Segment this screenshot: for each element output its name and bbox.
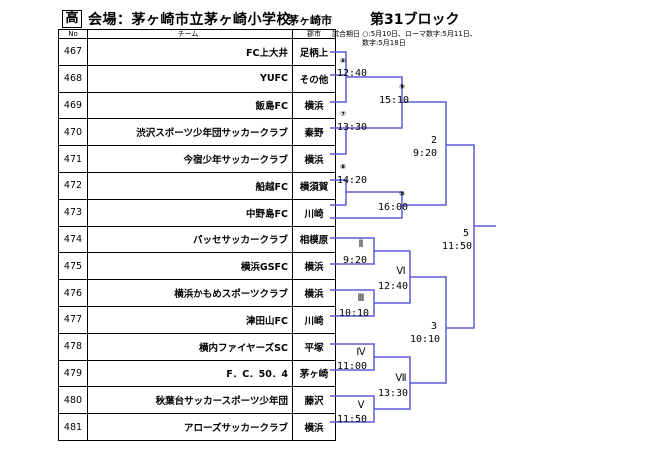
match-label-m8: ⑧ (340, 163, 346, 171)
bracket-line (330, 127, 347, 155)
host-city: 茅ヶ崎市 (288, 14, 332, 27)
match-time-m10: 16:00 (378, 202, 408, 213)
match-time-r2: 9:20 (343, 255, 367, 266)
team-name: 津田山FC (87, 305, 293, 334)
team-city: 横浜 (292, 91, 336, 120)
match-label-n3: 3 (431, 321, 437, 332)
schedule-note-line1: 試合期日 ○:5月10日、ローマ数字:5月11日、 (332, 30, 477, 38)
team-city: 相模原 (292, 225, 336, 254)
team-city: 秦野 (292, 118, 336, 147)
block-title: 第31ブロック (370, 12, 460, 28)
match-time-r4: 11:00 (337, 361, 367, 372)
team-name: YUFC (87, 64, 293, 93)
team-name: 船越FC (87, 171, 293, 200)
venue-title: 会場：茅ヶ崎市立茅ヶ崎小学校 (88, 12, 291, 28)
match-time-r6: 12:40 (378, 281, 408, 292)
grade-badge: 高 (62, 10, 82, 28)
match-label-r7: Ⅶ (395, 373, 406, 384)
match-label-r3: Ⅲ (358, 293, 365, 304)
team-city: 茅ヶ崎 (292, 359, 336, 388)
match-time-m6: 12:40 (337, 68, 367, 79)
match-label-m6: ⑥ (340, 57, 346, 65)
team-no: 476 (58, 279, 88, 307)
match-label-r5: Ⅴ (358, 400, 365, 411)
match-time-m8: 14:20 (337, 175, 367, 186)
match-label-m9: ⑨ (399, 83, 405, 91)
match-time-r7: 13:30 (378, 388, 408, 399)
match-label-n5: 5 (463, 228, 469, 239)
match-label-n5-time: 11:50 (442, 241, 472, 252)
team-city: 横浜 (292, 252, 336, 281)
match-label-m7: ⑦ (340, 110, 346, 118)
bracket-lines (330, 51, 496, 423)
match-label-m10: ⑩ (399, 190, 405, 198)
bracket-line (446, 144, 475, 329)
match-time-r3: 10:10 (339, 308, 369, 319)
team-name: 渋沢スポーツ少年団サッカークラブ (87, 118, 293, 147)
match-label-r4: Ⅳ (356, 347, 366, 358)
team-no: 469 (58, 91, 88, 120)
schedule-note: 試合期日 ○:5月10日、ローマ数字:5月11日、 数字:5月18日 (332, 30, 477, 48)
team-no: 477 (58, 305, 88, 334)
team-name: F．C．50．4 (87, 359, 293, 388)
team-no: 470 (58, 118, 88, 147)
team-no: 481 (58, 413, 88, 441)
match-label-r6: Ⅵ (396, 266, 405, 277)
match-time-n2: 9:20 (413, 148, 437, 159)
match-label-n2: 2 (431, 135, 437, 146)
table-header-row: No チーム 郡市 (58, 29, 336, 39)
team-name: パッセサッカークラブ (87, 225, 293, 254)
team-name: 今宿少年サッカークラブ (87, 145, 293, 173)
team-city: 平塚 (292, 332, 336, 361)
match-label-r2: Ⅱ (359, 239, 364, 250)
schedule-note-line2: 数字:5月18日 (362, 39, 406, 47)
team-no: 475 (58, 252, 88, 281)
match-time-m9: 15:10 (379, 95, 409, 106)
team-name: アローズサッカークラブ (87, 413, 293, 441)
bracket-line (410, 276, 447, 384)
match-time-m7: 13:30 (337, 122, 367, 133)
team-no: 472 (58, 171, 88, 200)
bracket-line (374, 250, 411, 304)
team-city: 川崎 (292, 305, 336, 334)
match-time-r5: 11:50 (337, 414, 367, 425)
match-time-n3: 10:10 (410, 334, 440, 345)
team-no: 467 (58, 38, 88, 66)
team-name: 横浜GSFC (87, 252, 293, 281)
team-city: 横浜 (292, 279, 336, 307)
team-city: 横浜 (292, 145, 336, 173)
team-city: 横浜 (292, 413, 336, 441)
team-city: 藤沢 (292, 386, 336, 415)
bracket-line (402, 101, 447, 206)
col-city-header: 郡市 (292, 29, 336, 39)
